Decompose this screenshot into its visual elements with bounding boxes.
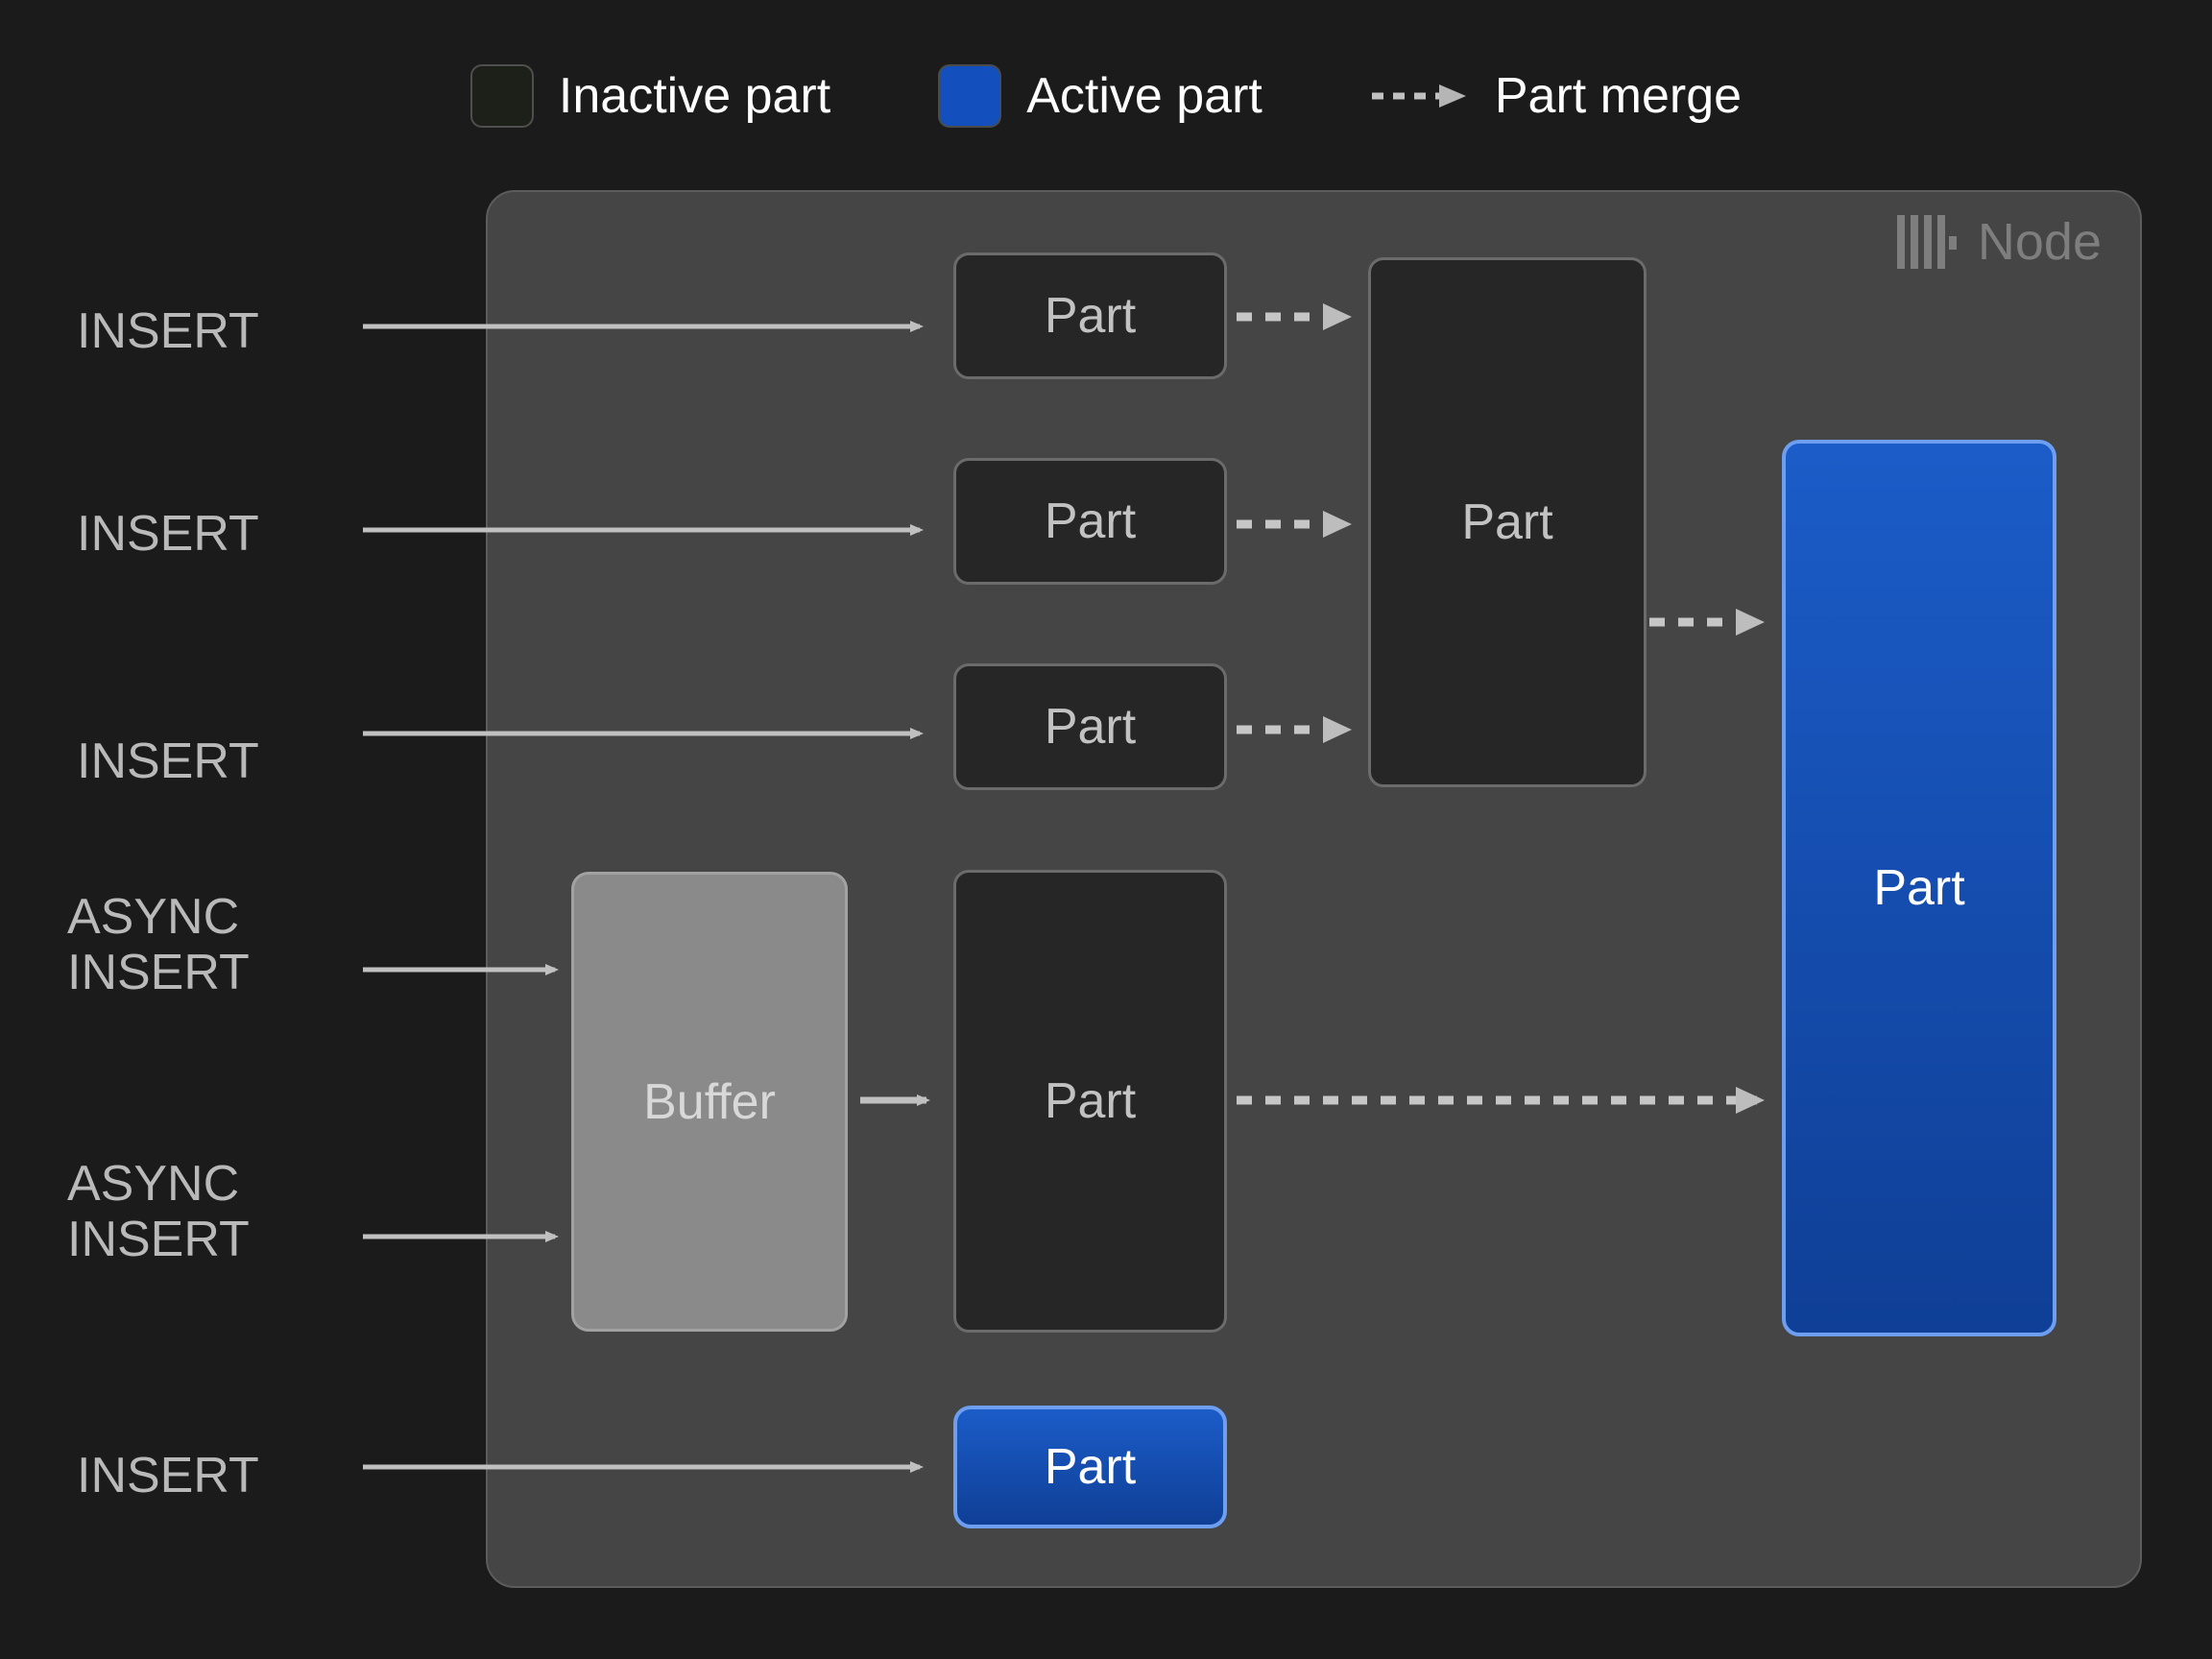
legend-item-inactive-part: Inactive part: [469, 64, 831, 128]
row-label-insert-3: INSERT: [77, 733, 259, 789]
row-label-async-insert-1: ASYNC INSERT: [67, 889, 250, 1001]
legend: Inactive part Active part Part merge: [0, 46, 2212, 146]
row-label-insert-1: INSERT: [77, 303, 259, 359]
active-part-swatch: [938, 64, 1002, 128]
legend-item-active-part: Active part: [938, 64, 1262, 128]
part-box-1-label: Part: [1044, 288, 1137, 344]
legend-label-part-merge: Part merge: [1494, 68, 1743, 124]
part-box-inserted-active[interactable]: Part: [953, 1406, 1227, 1528]
part-box-1[interactable]: Part: [953, 252, 1227, 379]
node-badge-label: Node: [1977, 213, 2102, 271]
row-label-insert-2: INSERT: [77, 506, 259, 562]
row-label-insert-4: INSERT: [77, 1448, 259, 1503]
clickhouse-logo-icon: [1896, 215, 1957, 269]
part-box-2[interactable]: Part: [953, 458, 1227, 585]
part-box-3-label: Part: [1044, 699, 1137, 755]
row-label-async-insert-2: ASYNC INSERT: [67, 1156, 250, 1268]
legend-label-active-part: Active part: [1026, 68, 1262, 124]
part-box-merged-label: Part: [1461, 494, 1553, 550]
part-box-inserted-active-label: Part: [1044, 1439, 1137, 1495]
buffer-box[interactable]: Buffer: [571, 872, 848, 1332]
node-badge: Node: [1896, 213, 2102, 271]
legend-label-inactive-part: Inactive part: [558, 68, 831, 124]
part-box-final-active-label: Part: [1873, 860, 1965, 916]
part-box-3[interactable]: Part: [953, 663, 1227, 790]
buffer-box-label: Buffer: [643, 1073, 776, 1130]
legend-item-part-merge: Part merge: [1370, 71, 1742, 121]
part-box-merged[interactable]: Part: [1368, 257, 1647, 787]
dashed-arrow-icon: [1371, 84, 1466, 108]
inactive-part-swatch: [469, 64, 534, 128]
part-box-async[interactable]: Part: [953, 870, 1227, 1333]
part-box-async-label: Part: [1044, 1073, 1137, 1129]
part-box-final-active[interactable]: Part: [1782, 440, 2056, 1336]
part-box-2-label: Part: [1044, 493, 1137, 549]
